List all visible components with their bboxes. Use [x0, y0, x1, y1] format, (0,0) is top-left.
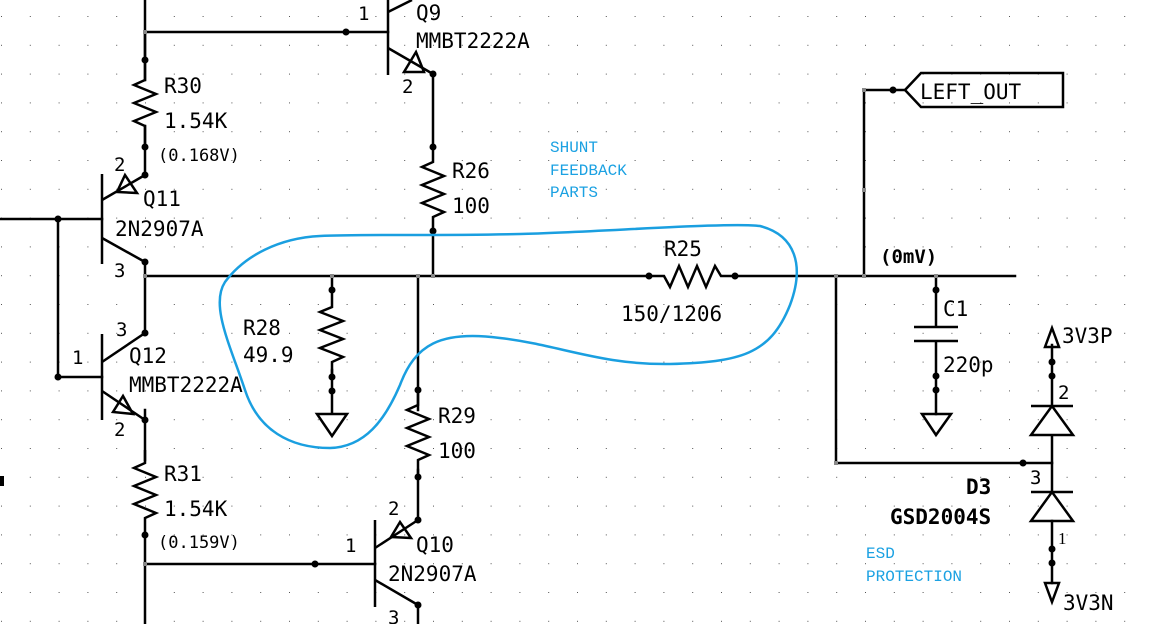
q11-pin-3: 3 — [114, 260, 125, 282]
r28-value: 49.9 — [243, 343, 294, 367]
resistor-r30[interactable]: R30 1.54K (0.168V) — [130, 60, 240, 166]
r29-value: 100 — [438, 439, 476, 463]
annotation-line: ESD — [866, 545, 895, 563]
q12-pin-3: 3 — [116, 319, 127, 341]
q10-pin-3: 3 — [388, 607, 399, 624]
c1-ref: C1 — [943, 297, 968, 321]
capacitor-c1[interactable]: C1 220p — [914, 297, 994, 377]
resistor-r28[interactable]: R28 49.9 — [243, 290, 347, 377]
transistor-q11[interactable]: 2 3 Q11 2N2907A — [100, 154, 204, 282]
d3-pin-1: 1 — [1058, 529, 1067, 548]
resistor-r25[interactable]: R25 150/1206 — [621, 237, 735, 326]
power-rail-3v3p: 3V3P — [1043, 324, 1113, 349]
grid-dots — [1, 16, 1126, 622]
annotation-line: PROTECTION — [866, 568, 962, 586]
q12-pin-2: 2 — [114, 419, 125, 441]
r31-value: 1.54K — [164, 497, 228, 521]
annotation-line: PARTS — [550, 184, 598, 202]
ground-symbol-c1 — [919, 412, 954, 438]
annotation-esd-protection: ESD PROTECTION — [866, 545, 962, 586]
r31-probe-voltage: (0.159V) — [158, 533, 240, 553]
q9-pin-2: 2 — [402, 76, 413, 98]
output-probe-voltage: (0mV) — [880, 246, 937, 268]
r29-ref: R29 — [438, 404, 476, 428]
transistor-q10[interactable]: 2 1 3 Q10 2N2907A — [345, 498, 477, 624]
d3-pin-2: 2 — [1058, 382, 1069, 404]
q11-pin-2: 2 — [114, 154, 125, 176]
q10-part: 2N2907A — [388, 562, 477, 586]
q11-ref: Q11 — [143, 187, 181, 211]
r25-value: 150/1206 — [621, 302, 722, 326]
q12-part: MMBT2222A — [129, 373, 243, 397]
q10-pin-2: 2 — [388, 498, 399, 520]
q10-pin-1: 1 — [345, 535, 356, 557]
d3-ref: D3 — [966, 475, 991, 499]
q9-pin-1: 1 — [358, 3, 369, 25]
transistor-q9[interactable]: 1 2 Q9 MMBT2222A — [358, 0, 530, 98]
annotation-line: FEEDBACK — [550, 162, 627, 180]
diode-d3[interactable]: 2 3 1 D3 GSD2004S — [890, 382, 1076, 548]
q12-pin-1: 1 — [72, 347, 83, 369]
q9-ref: Q9 — [416, 1, 441, 25]
r25-ref: R25 — [664, 237, 702, 261]
r28-ref: R28 — [243, 316, 281, 340]
c1-value: 220p — [943, 353, 994, 377]
r31-ref: R31 — [164, 462, 202, 486]
resistor-r26[interactable]: R26 100 — [418, 147, 490, 231]
r26-value: 100 — [452, 194, 490, 218]
power-rail-3v3n: 3V3N — [1043, 581, 1114, 615]
d3-pin-3: 3 — [1030, 467, 1041, 489]
highlight-loop-shunt-feedback — [218, 223, 798, 450]
q9-part: MMBT2222A — [416, 29, 530, 53]
d3-part: GSD2004S — [890, 505, 991, 529]
r30-probe-voltage: (0.168V) — [158, 146, 240, 166]
rail-3v3p-label: 3V3P — [1062, 324, 1113, 348]
net-port-left-out[interactable]: LEFT_OUT — [903, 71, 1065, 109]
resistor-r31[interactable]: R31 1.54K (0.159V) — [130, 450, 240, 553]
q11-part: 2N2907A — [115, 217, 204, 241]
q12-ref: Q12 — [129, 344, 167, 368]
r30-value: 1.54K — [164, 109, 228, 133]
r26-ref: R26 — [452, 159, 490, 183]
r30-ref: R30 — [164, 74, 202, 98]
annotation-line: SHUNT — [550, 139, 598, 157]
left-out-label: LEFT_OUT — [920, 80, 1022, 104]
annotation-shunt-feedback: SHUNT FEEDBACK PARTS — [550, 139, 627, 202]
ground-symbol-r28 — [314, 412, 350, 439]
transistor-q12[interactable]: 3 1 2 Q12 MMBT2222A — [72, 319, 243, 441]
q10-ref: Q10 — [416, 533, 454, 557]
rail-3v3n-label: 3V3N — [1063, 591, 1114, 615]
resistor-r29[interactable]: R29 100 — [403, 390, 476, 477]
